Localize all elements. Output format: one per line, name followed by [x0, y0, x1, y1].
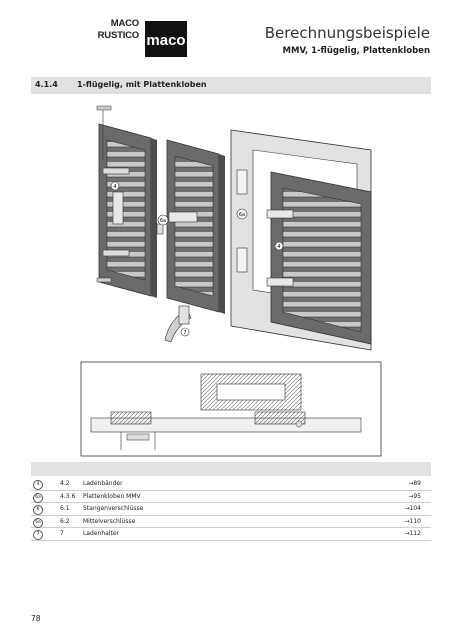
callout-6a-left: 6a — [157, 214, 169, 226]
legend-label: Plattenkloben MMV — [83, 492, 141, 500]
legend-page-link[interactable]: →112 — [404, 530, 421, 537]
legend-row: 7 7 Ladenhalter →112 — [31, 528, 431, 541]
legend-section: 4.3.6 — [60, 492, 76, 500]
legend-marker: 4 — [33, 480, 43, 490]
logo-brand-line-1: MACO — [110, 18, 139, 29]
maco-logo-icon: maco — [145, 21, 187, 57]
hardware-legend-table: 4 4.2 Ladenbänder →89 6a 4.3.6 Plattenkl… — [31, 478, 431, 541]
callout-7: 7 — [180, 327, 190, 337]
logo-brand-line-2: RUSTICO — [97, 30, 140, 41]
maco-rustico-logo: MACO RUSTICO maco — [93, 17, 189, 61]
legend-page-link[interactable]: →110 — [404, 517, 421, 525]
logo-mark-text: maco — [146, 32, 185, 49]
section-title: 1-flügelig, mit Plattenkloben — [77, 80, 207, 89]
callout-label: 6a — [239, 212, 245, 218]
legend-row: 6a 6.2 Mittelverschlüsse →110 — [31, 516, 431, 528]
legend-section: 4.2 — [60, 480, 70, 487]
legend-page-link[interactable]: →89 — [408, 480, 421, 487]
shutter-exploded-view-figure: 4 6a 7 6a 4 — [80, 105, 382, 457]
page-title: Berechnungsbeispiele — [264, 24, 430, 42]
callout-label: 4 — [113, 184, 116, 190]
legend-row: 6a 4.3.6 Plattenkloben MMV →95 — [31, 491, 431, 503]
legend-page-link[interactable]: →95 — [408, 492, 421, 500]
legend-marker: 6 — [33, 505, 43, 515]
shutter-stay-hardware — [164, 305, 192, 343]
legend-section: 7 — [60, 530, 64, 537]
cross-section-detail — [80, 361, 382, 457]
shutter-panel-left — [98, 123, 157, 298]
shutter-panel-middle — [166, 139, 225, 314]
callout-label: 4 — [277, 244, 280, 250]
callout-4-left: 4 — [110, 181, 120, 191]
legend-section: 6.1 — [60, 505, 70, 512]
callout-label: 6a — [160, 218, 166, 224]
legend-marker: 7 — [33, 530, 43, 540]
section-number: 4.1.4 — [35, 80, 58, 89]
callout-6a-right: 6a — [236, 208, 248, 220]
hinge-hardware — [96, 105, 198, 283]
legend-label: Mittelverschlüsse — [83, 517, 136, 525]
legend-marker: 6a — [33, 492, 43, 503]
legend-row: 6 6.1 Stangenverschlüsse →104 — [31, 503, 431, 516]
page-number: 78 — [31, 614, 41, 623]
legend-row: 4 4.2 Ladenbänder →89 — [31, 478, 431, 491]
callout-label: 7 — [183, 330, 186, 336]
logo-brand-text: MACO RUSTICO — [93, 18, 140, 42]
section-heading: 4.1.4 1-flügelig, mit Plattenkloben — [31, 77, 431, 94]
legend-marker: 6a — [33, 517, 43, 528]
legend-label: Stangenverschlüsse — [83, 505, 144, 512]
shutter-panel-right — [266, 171, 372, 345]
legend-section: 6.2 — [60, 517, 70, 525]
page-subtitle: MMV, 1-flügelig, Plattenkloben — [282, 46, 430, 56]
legend-page-link[interactable]: →104 — [404, 505, 421, 512]
legend-label: Ladenbänder — [83, 480, 123, 487]
callout-4-right: 4 — [274, 241, 284, 251]
legend-label: Ladenhalter — [83, 530, 119, 537]
legend-header-bar — [31, 462, 431, 476]
